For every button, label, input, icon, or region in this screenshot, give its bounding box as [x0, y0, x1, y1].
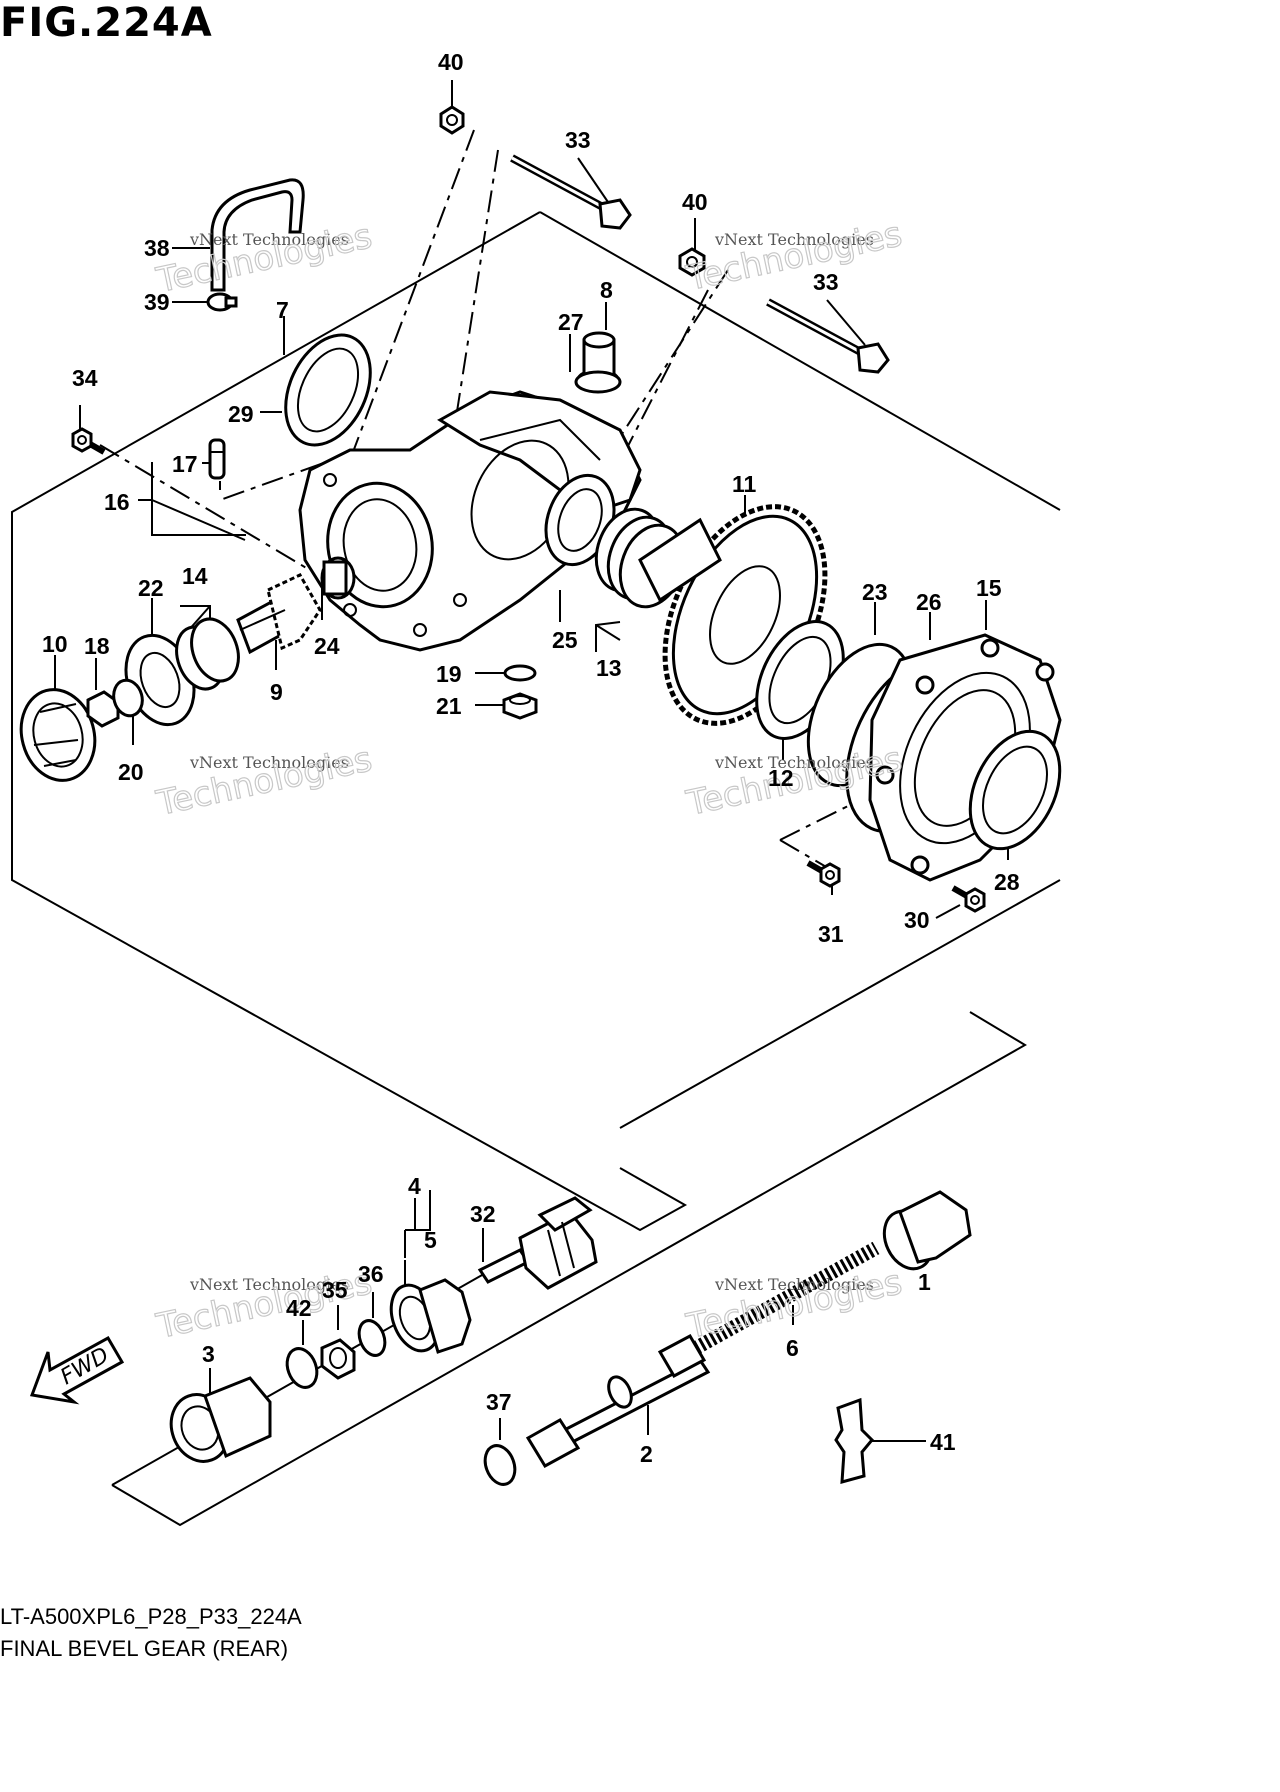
callout-3: 3	[202, 1341, 215, 1367]
callout-7: 7	[276, 297, 289, 323]
callout-20: 20	[118, 759, 144, 785]
callout-42: 42	[286, 1295, 312, 1321]
drain-plug-21	[502, 692, 538, 720]
watermark: vNext Technologies Technologies	[152, 1262, 376, 1348]
nut-40-right	[678, 247, 706, 277]
watermark: vNext Technologies Technologies	[152, 216, 376, 302]
figure-code: LT-A500XPL6_P28_P33_224A	[0, 1604, 302, 1629]
callout-37: 37	[486, 1389, 512, 1415]
callout-23: 23	[862, 579, 888, 605]
o-ring-42	[285, 1347, 319, 1389]
svg-text:vNext Technologies: vNext Technologies	[714, 753, 874, 772]
callout-14: 14	[182, 563, 208, 589]
callout-15: 15	[976, 575, 1002, 601]
callout-41: 41	[930, 1429, 956, 1455]
callout-19: 19	[436, 661, 462, 687]
fwd-arrow-icon: FWD	[29, 1335, 125, 1405]
callout-8: 8	[600, 277, 613, 303]
boot-1	[882, 1190, 972, 1271]
nut-18	[86, 690, 120, 728]
washer-19	[503, 664, 537, 682]
callout-29: 29	[228, 401, 254, 427]
drive-bevel-pinion-9	[236, 573, 322, 655]
callout-40: 40	[438, 49, 464, 75]
clamp-39	[206, 292, 238, 312]
svg-text:vNext Technologies: vNext Technologies	[189, 230, 349, 249]
bearing-24	[320, 556, 356, 600]
washer-20	[112, 678, 144, 718]
callout-28: 28	[994, 869, 1020, 895]
callout-32: 32	[470, 1201, 496, 1227]
callout-22: 22	[138, 575, 164, 601]
stud-bolt-33-top	[510, 154, 632, 230]
o-ring-37	[483, 1444, 517, 1486]
svg-text:Technologies: Technologies	[153, 739, 376, 824]
callout-13: 13	[596, 655, 622, 681]
callout-6: 6	[786, 1335, 799, 1361]
figure-name: FINAL BEVEL GEAR (REAR)	[0, 1636, 289, 1661]
callout-10: 10	[42, 631, 68, 657]
watermark: vNext Technologies Technologies	[682, 214, 906, 300]
universal-joint-5	[389, 1278, 472, 1354]
oil-seal-28	[968, 729, 1062, 851]
gasket-27	[574, 370, 622, 394]
bolt-34	[71, 427, 106, 455]
stud-bolt-33-right	[766, 298, 890, 374]
callout-31: 31	[818, 921, 844, 947]
assembly-line	[219, 449, 361, 501]
callout-2: 2	[640, 1441, 653, 1467]
callout-36: 36	[358, 1261, 384, 1287]
upper-group-frame	[11, 211, 1061, 1232]
callout-27: 27	[558, 309, 584, 335]
svg-text:vNext Technologies: vNext Technologies	[714, 1275, 874, 1294]
callout-35: 35	[322, 1277, 348, 1303]
callout-30: 30	[904, 907, 930, 933]
bolt-30	[951, 885, 986, 913]
svg-text:vNext Technologies: vNext Technologies	[189, 753, 349, 772]
spring-6	[692, 1241, 880, 1355]
svg-text:vNext Technologies: vNext Technologies	[189, 1275, 349, 1294]
callout-5: 5	[424, 1227, 437, 1253]
callout-16: 16	[104, 489, 130, 515]
breather-hose-38	[210, 178, 305, 292]
bolt-31	[806, 860, 841, 888]
coupling-10	[19, 688, 97, 782]
dowel-pin-17	[208, 438, 226, 480]
callout-33: 33	[565, 127, 591, 153]
svg-text:vNext Technologies: vNext Technologies	[714, 230, 874, 249]
coupling-3	[169, 1376, 272, 1463]
figure-title: FIG.224A	[0, 0, 213, 46]
callout-1: 1	[918, 1269, 931, 1295]
nut-40-top	[439, 105, 465, 135]
callout-24: 24	[314, 633, 340, 659]
callout-21: 21	[436, 693, 462, 719]
callout-34: 34	[72, 365, 98, 391]
svg-text:Technologies: Technologies	[683, 214, 906, 299]
callout-38: 38	[144, 235, 170, 261]
watermark: vNext Technologies Technologies	[152, 739, 376, 825]
svg-text:Technologies: Technologies	[153, 216, 376, 301]
callout-12: 12	[768, 765, 794, 791]
callout-39: 39	[144, 289, 170, 315]
nut-35	[320, 1338, 356, 1380]
callout-18: 18	[84, 633, 110, 659]
oil-seal-7	[284, 333, 372, 447]
drive-shaft-2	[525, 1333, 711, 1469]
callout-40: 40	[682, 189, 708, 215]
clip-41	[834, 1397, 875, 1485]
callout-9: 9	[270, 679, 283, 705]
callout-labels: 40 33 40 33 38 39 7 8 27 34 29 17 16 11 …	[42, 49, 1020, 1467]
callout-4: 4	[408, 1173, 421, 1199]
washer-36	[357, 1319, 387, 1357]
callout-25: 25	[552, 627, 578, 653]
shaft-joint-32	[477, 1196, 598, 1290]
callout-26: 26	[916, 589, 942, 615]
spacer-14	[175, 617, 240, 691]
callout-33: 33	[813, 269, 839, 295]
callout-11: 11	[732, 471, 757, 497]
callout-17: 17	[172, 451, 198, 477]
assembly-line	[439, 149, 499, 521]
